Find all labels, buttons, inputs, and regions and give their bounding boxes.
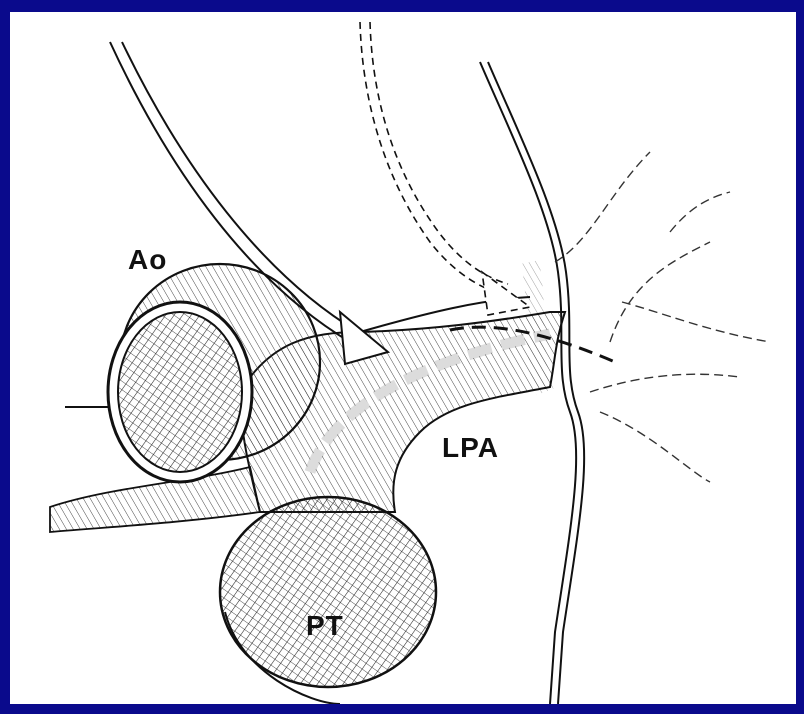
pulmonary-trunk-circle <box>220 497 436 704</box>
aorta-label: Ao <box>128 244 167 276</box>
illustration-frame: Ao LPA PT <box>10 12 796 704</box>
lpa-label: LPA <box>442 432 499 464</box>
pt-label: PT <box>306 610 344 642</box>
lung-lines <box>555 152 770 482</box>
anatomy-drawing <box>10 12 796 704</box>
dashed-arrow <box>360 22 530 315</box>
